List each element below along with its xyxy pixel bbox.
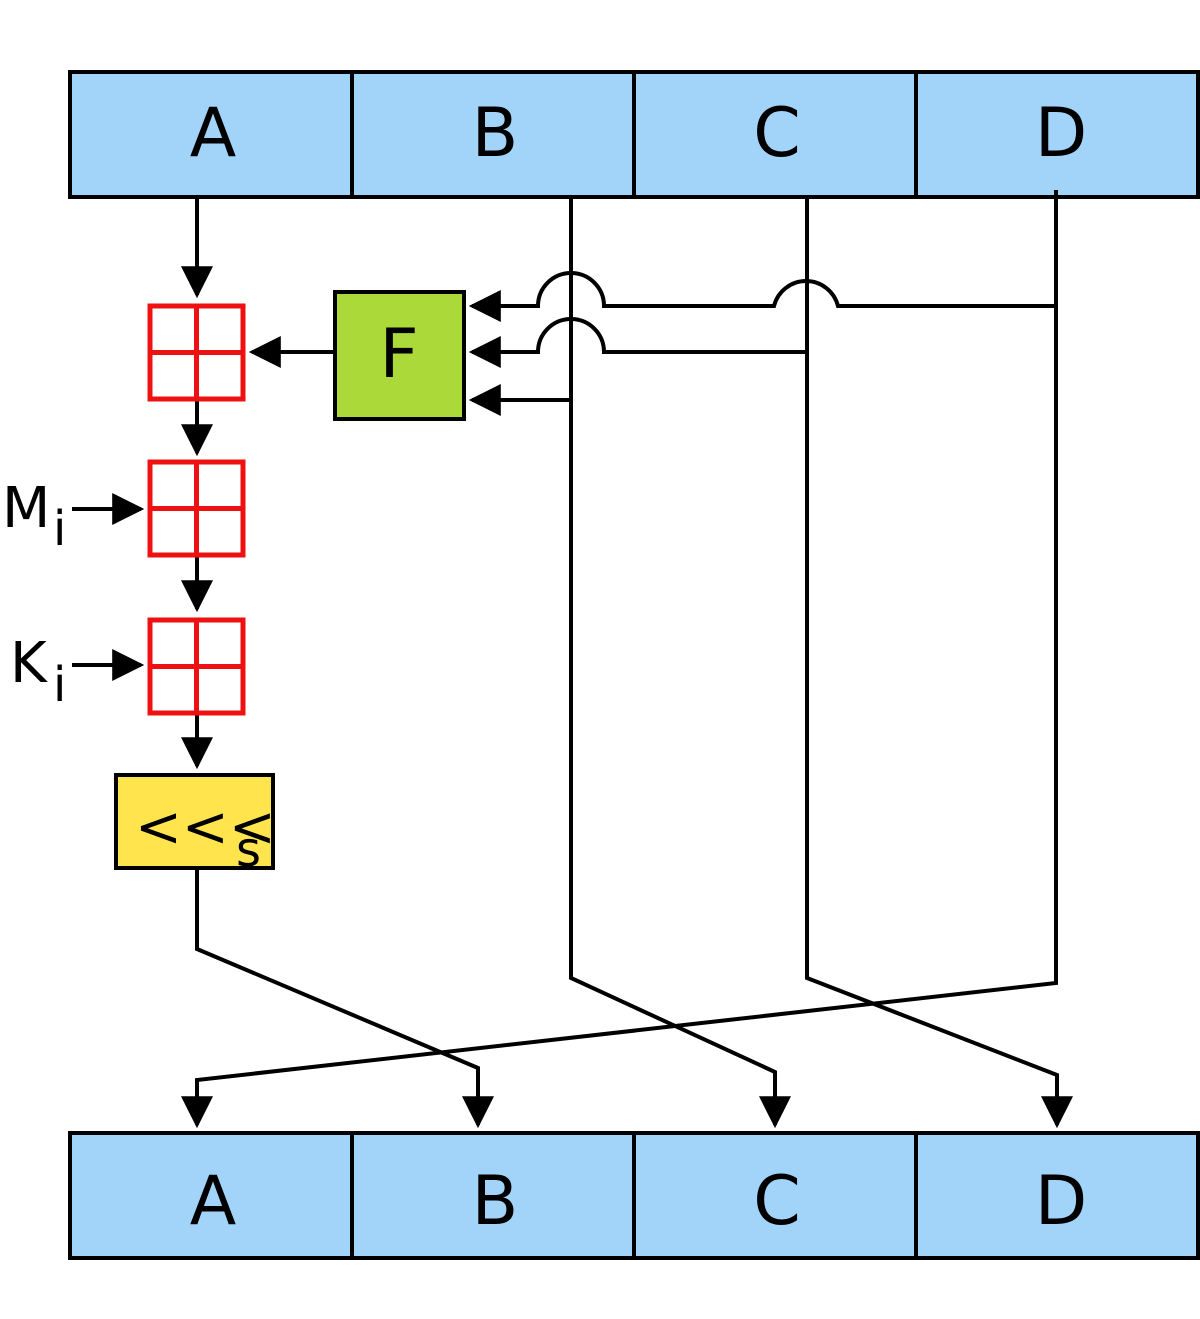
message-subscript: i — [53, 501, 66, 557]
function-f-rect — [333, 290, 466, 421]
wire-d-into-f — [468, 271, 1056, 322]
adder-3 — [147, 617, 246, 716]
top-register-a-label: A — [190, 94, 237, 173]
rotate-label: <<< — [135, 795, 276, 860]
bottom-register-d-label: D — [1035, 1162, 1087, 1241]
top-register-d-label: D — [1035, 94, 1087, 173]
rotate-rect — [114, 773, 275, 870]
bottom-register-a-label: A — [190, 1162, 237, 1241]
wire-c-to-d — [805, 197, 1073, 1129]
bottom-register-d — [914, 1131, 1200, 1260]
function-f-box: F — [333, 290, 466, 421]
bottom-register-b — [350, 1131, 636, 1260]
top-register-b-label: B — [472, 94, 519, 173]
wire-rotate-to-b — [195, 868, 494, 1129]
message-label: M — [2, 476, 50, 541]
top-register-d — [914, 70, 1200, 199]
bottom-register-c — [632, 1131, 918, 1260]
top-register-b — [350, 70, 636, 199]
bottom-register-b-label: B — [472, 1162, 519, 1241]
constant-input-label: K i — [10, 631, 66, 713]
top-register-c-label: C — [753, 94, 800, 173]
bottom-register-row: A B C D — [68, 1131, 1200, 1260]
top-register-a — [68, 70, 354, 199]
bottom-register-a — [68, 1131, 354, 1260]
constant-subscript: i — [53, 657, 66, 713]
bottom-register-c-label: C — [753, 1162, 800, 1241]
adder-2 — [147, 459, 246, 558]
constant-label: K — [10, 631, 48, 696]
wire-d-to-a — [181, 190, 1058, 1129]
rotate-box: <<< s — [114, 773, 276, 878]
wires — [72, 190, 1073, 1129]
adder-1 — [147, 303, 246, 402]
top-register-row: A B C D — [68, 70, 1200, 199]
wire-c-into-f — [468, 317, 807, 368]
top-register-c — [632, 70, 918, 199]
message-input-label: M i — [2, 476, 66, 557]
function-f-label: F — [379, 315, 418, 394]
rotate-subscript: s — [236, 822, 261, 878]
